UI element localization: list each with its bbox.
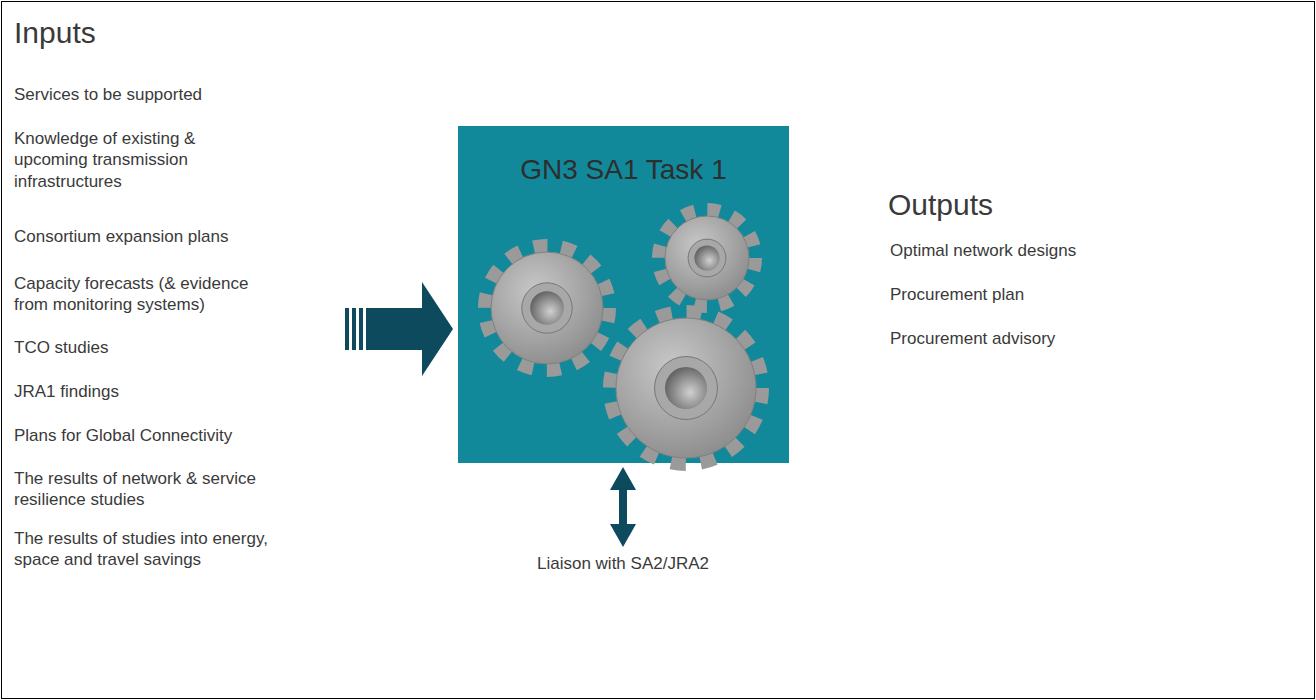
gear-medium bbox=[485, 246, 609, 370]
section-heading: Outputs bbox=[888, 186, 993, 224]
block-arrow bbox=[345, 282, 453, 376]
liaison-label: Liaison with SA2/JRA2 bbox=[537, 553, 709, 574]
input-item: TCO studies bbox=[14, 337, 108, 358]
gear-small bbox=[659, 210, 755, 306]
input-item: The results of network & service resilie… bbox=[14, 468, 292, 511]
section-heading: Inputs bbox=[14, 14, 96, 52]
input-item: Capacity forecasts (& evidence from moni… bbox=[14, 273, 272, 316]
box-title: GN3 SA1 Task 1 bbox=[458, 154, 789, 186]
input-item: Plans for Global Connectivity bbox=[14, 425, 232, 446]
output-item: Procurement advisory bbox=[890, 328, 1055, 349]
input-item: The results of studies into energy, spac… bbox=[14, 528, 306, 571]
output-item: Procurement plan bbox=[890, 284, 1024, 305]
input-item: Consortium expansion plans bbox=[14, 226, 229, 247]
input-item: Services to be supported bbox=[14, 84, 202, 105]
input-item: Knowledge of existing & upcoming transmi… bbox=[14, 128, 229, 192]
gear-large bbox=[610, 312, 762, 464]
task-box: GN3 SA1 Task 1 bbox=[458, 126, 789, 463]
output-item: Optimal network designs bbox=[890, 240, 1076, 261]
input-item: JRA1 findings bbox=[14, 381, 119, 402]
double-arrow bbox=[610, 467, 636, 547]
